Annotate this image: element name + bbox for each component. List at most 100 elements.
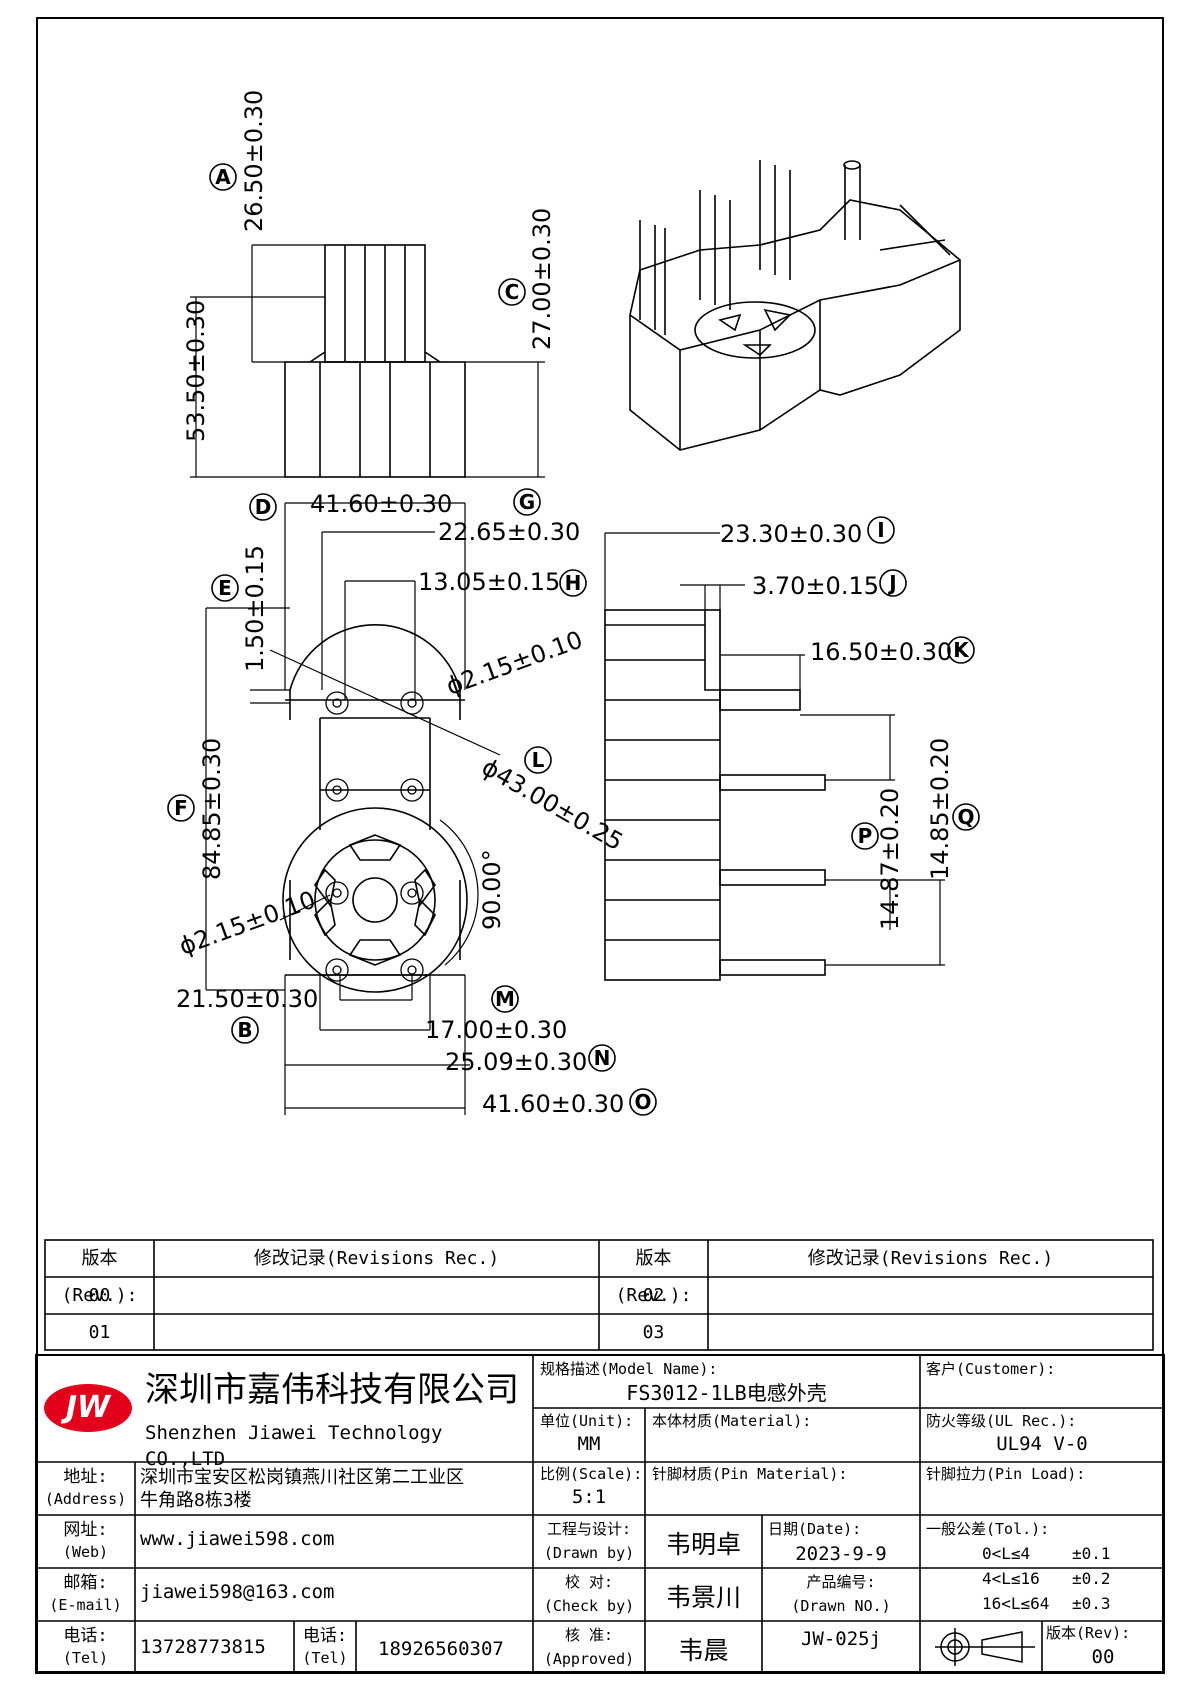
pin-material-label: 针脚材质(Pin Material): bbox=[652, 1465, 848, 1483]
ul-label: 防火等级(UL Rec.): bbox=[926, 1412, 1077, 1430]
tol-1-range: 0<L≤4 bbox=[982, 1544, 1031, 1563]
drawn-no-label-en: (Drawn NO.) bbox=[791, 1597, 891, 1615]
material-label: 本体材质(Material): bbox=[652, 1412, 812, 1430]
unit-label: 单位(Unit): bbox=[540, 1412, 634, 1430]
dim-letter-j: J bbox=[887, 571, 896, 595]
dim-p-text: 14.87±0.20 bbox=[876, 788, 904, 930]
projection-symbol-icon bbox=[935, 1628, 1035, 1666]
dim-letter-o: O bbox=[634, 1090, 651, 1114]
address-line-2: 牛角路8栋3楼 bbox=[140, 1490, 252, 1511]
approved-by-label: 核 准: bbox=[564, 1626, 614, 1644]
rev-row-03: 03 bbox=[642, 1322, 665, 1343]
dim-a-text: 26.50±0.30 bbox=[240, 90, 268, 232]
ul-value: UL94 V-0 bbox=[996, 1433, 1088, 1455]
dim-letter-b: B bbox=[237, 1018, 252, 1042]
email-label-en: (E-mail) bbox=[49, 1596, 122, 1614]
dim-letter-g: G bbox=[519, 490, 535, 514]
tel-2-label: 电话: bbox=[302, 1626, 348, 1646]
dim-n-text: 25.09±0.30 bbox=[445, 1048, 587, 1076]
rev-header-right: 版本(Rev.): bbox=[615, 1248, 692, 1306]
rev-record-header-left: 修改记录(Revisions Rec.) bbox=[253, 1248, 500, 1269]
drawn-by-value: 韦明卓 bbox=[665, 1530, 741, 1559]
web-label-en: (Web) bbox=[62, 1543, 109, 1561]
check-by-value: 韦景川 bbox=[665, 1583, 741, 1612]
web-label: 网址: bbox=[63, 1520, 108, 1540]
dim-f-text: 84.85±0.30 bbox=[198, 738, 226, 880]
dim-letter-p: P bbox=[858, 824, 873, 848]
side-view bbox=[604, 609, 826, 981]
dim-b-text: 21.50±0.30 bbox=[176, 985, 318, 1013]
company-logo bbox=[44, 1384, 132, 1432]
dim-letter-i: I bbox=[877, 518, 884, 542]
address-label: 地址: bbox=[63, 1467, 108, 1487]
rev-record-header-right: 修改记录(Revisions Rec.) bbox=[807, 1248, 1054, 1269]
dim-letter-d: D bbox=[255, 495, 272, 519]
dim-letter-n: N bbox=[594, 1046, 611, 1070]
technical-drawing: A 26.50±0.30 53.50±0.30 C 27.00±0.30 D 4… bbox=[167, 90, 980, 1118]
tolerance-label: 一般公差(Tol.): bbox=[926, 1520, 1050, 1538]
rev-row-02: 02 bbox=[642, 1285, 665, 1306]
dim-letter-h: H bbox=[565, 571, 582, 595]
dim-letter-l: L bbox=[532, 748, 545, 772]
email-value[interactable]: jiawei598@163.com bbox=[140, 1581, 335, 1603]
approved-by-value: 韦晨 bbox=[678, 1636, 729, 1665]
dim-o-text: 41.60±0.30 bbox=[482, 1090, 624, 1118]
company-name-cn: 深圳市嘉伟科技有限公司 bbox=[145, 1370, 519, 1410]
web-value[interactable]: www.jiawei598.com bbox=[140, 1528, 335, 1550]
tel-label: 电话: bbox=[63, 1626, 108, 1646]
dim-letter-f: F bbox=[174, 796, 188, 820]
dim-letter-q: Q bbox=[957, 805, 974, 829]
dim-e-text: 1.50±0.15 bbox=[241, 545, 269, 672]
tol-3-range: 16<L≤64 bbox=[982, 1594, 1050, 1613]
dim-angle-text: 90.00° bbox=[478, 849, 506, 930]
tol-3-value: ±0.3 bbox=[1072, 1594, 1111, 1613]
dim-h-text: 13.05±0.15 bbox=[418, 568, 560, 596]
dim-letter-k: K bbox=[953, 638, 970, 662]
check-by-label: 校 对: bbox=[564, 1573, 614, 1591]
front-view bbox=[284, 244, 466, 478]
check-by-label-en: (Check by) bbox=[543, 1597, 635, 1615]
approved-by-label-en: (Approved) bbox=[543, 1650, 635, 1668]
dim-overall-height-text: 53.50±0.30 bbox=[182, 300, 210, 442]
tol-2-range: 4<L≤16 bbox=[982, 1569, 1040, 1588]
top-view bbox=[282, 623, 468, 993]
dim-j-text: 3.70±0.15 bbox=[752, 572, 879, 600]
tol-1-value: ±0.1 bbox=[1072, 1544, 1111, 1563]
unit-value: MM bbox=[577, 1433, 601, 1455]
drawn-no-value: JW-025j bbox=[800, 1628, 882, 1650]
rev-value: 00 bbox=[1091, 1646, 1115, 1668]
logo-text: JW bbox=[65, 1390, 111, 1425]
dim-k-text: 16.50±0.30 bbox=[810, 638, 952, 666]
model-label: 规格描述(Model Name): bbox=[540, 1360, 718, 1378]
dim-letter-a: A bbox=[215, 165, 231, 189]
rev-header-left: 版本(Rev.): bbox=[61, 1248, 138, 1306]
dim-letter-e: E bbox=[218, 576, 232, 600]
rev-label: 版本(Rev): bbox=[1046, 1624, 1131, 1642]
date-value: 2023-9-9 bbox=[795, 1543, 887, 1565]
dim-q-text: 14.85±0.20 bbox=[926, 738, 954, 880]
model-value: FS3012-1LB电感外壳 bbox=[626, 1381, 827, 1405]
rev-row-01: 01 bbox=[88, 1322, 111, 1343]
dim-g-text: 22.65±0.30 bbox=[438, 518, 580, 546]
drawn-by-label: 工程与设计: bbox=[546, 1520, 632, 1538]
rev-row-00: 00 bbox=[88, 1285, 111, 1306]
drawn-by-label-en: (Drawn by) bbox=[543, 1544, 635, 1562]
tel-2-value: 18926560307 bbox=[378, 1638, 504, 1660]
pin-load-label: 针脚拉力(Pin Load): bbox=[926, 1465, 1086, 1483]
pin-circles bbox=[325, 691, 424, 982]
tel-label-en: (Tel) bbox=[62, 1649, 109, 1667]
company-name-en: Shenzhen Jiawei Technology CO.,LTD bbox=[145, 1422, 443, 1470]
dim-i-text: 23.30±0.30 bbox=[720, 520, 862, 548]
isometric-view bbox=[629, 160, 961, 451]
scale-value: 5:1 bbox=[571, 1486, 607, 1508]
drawn-no-label: 产品编号: bbox=[806, 1573, 876, 1591]
dim-m-text: 17.00±0.30 bbox=[425, 1016, 567, 1044]
customer-label: 客户(Customer): bbox=[926, 1360, 1056, 1378]
email-label: 邮箱: bbox=[63, 1573, 108, 1593]
dim-d-text: 41.60±0.30 bbox=[310, 490, 452, 518]
tol-2-value: ±0.2 bbox=[1072, 1569, 1111, 1588]
dim-letter-c: C bbox=[505, 280, 520, 304]
tel-2-label-en: (Tel) bbox=[302, 1649, 348, 1667]
address-line-1: 深圳市宝安区松岗镇燕川社区第二工业区 bbox=[140, 1467, 464, 1488]
scale-label: 比例(Scale): bbox=[540, 1465, 643, 1483]
